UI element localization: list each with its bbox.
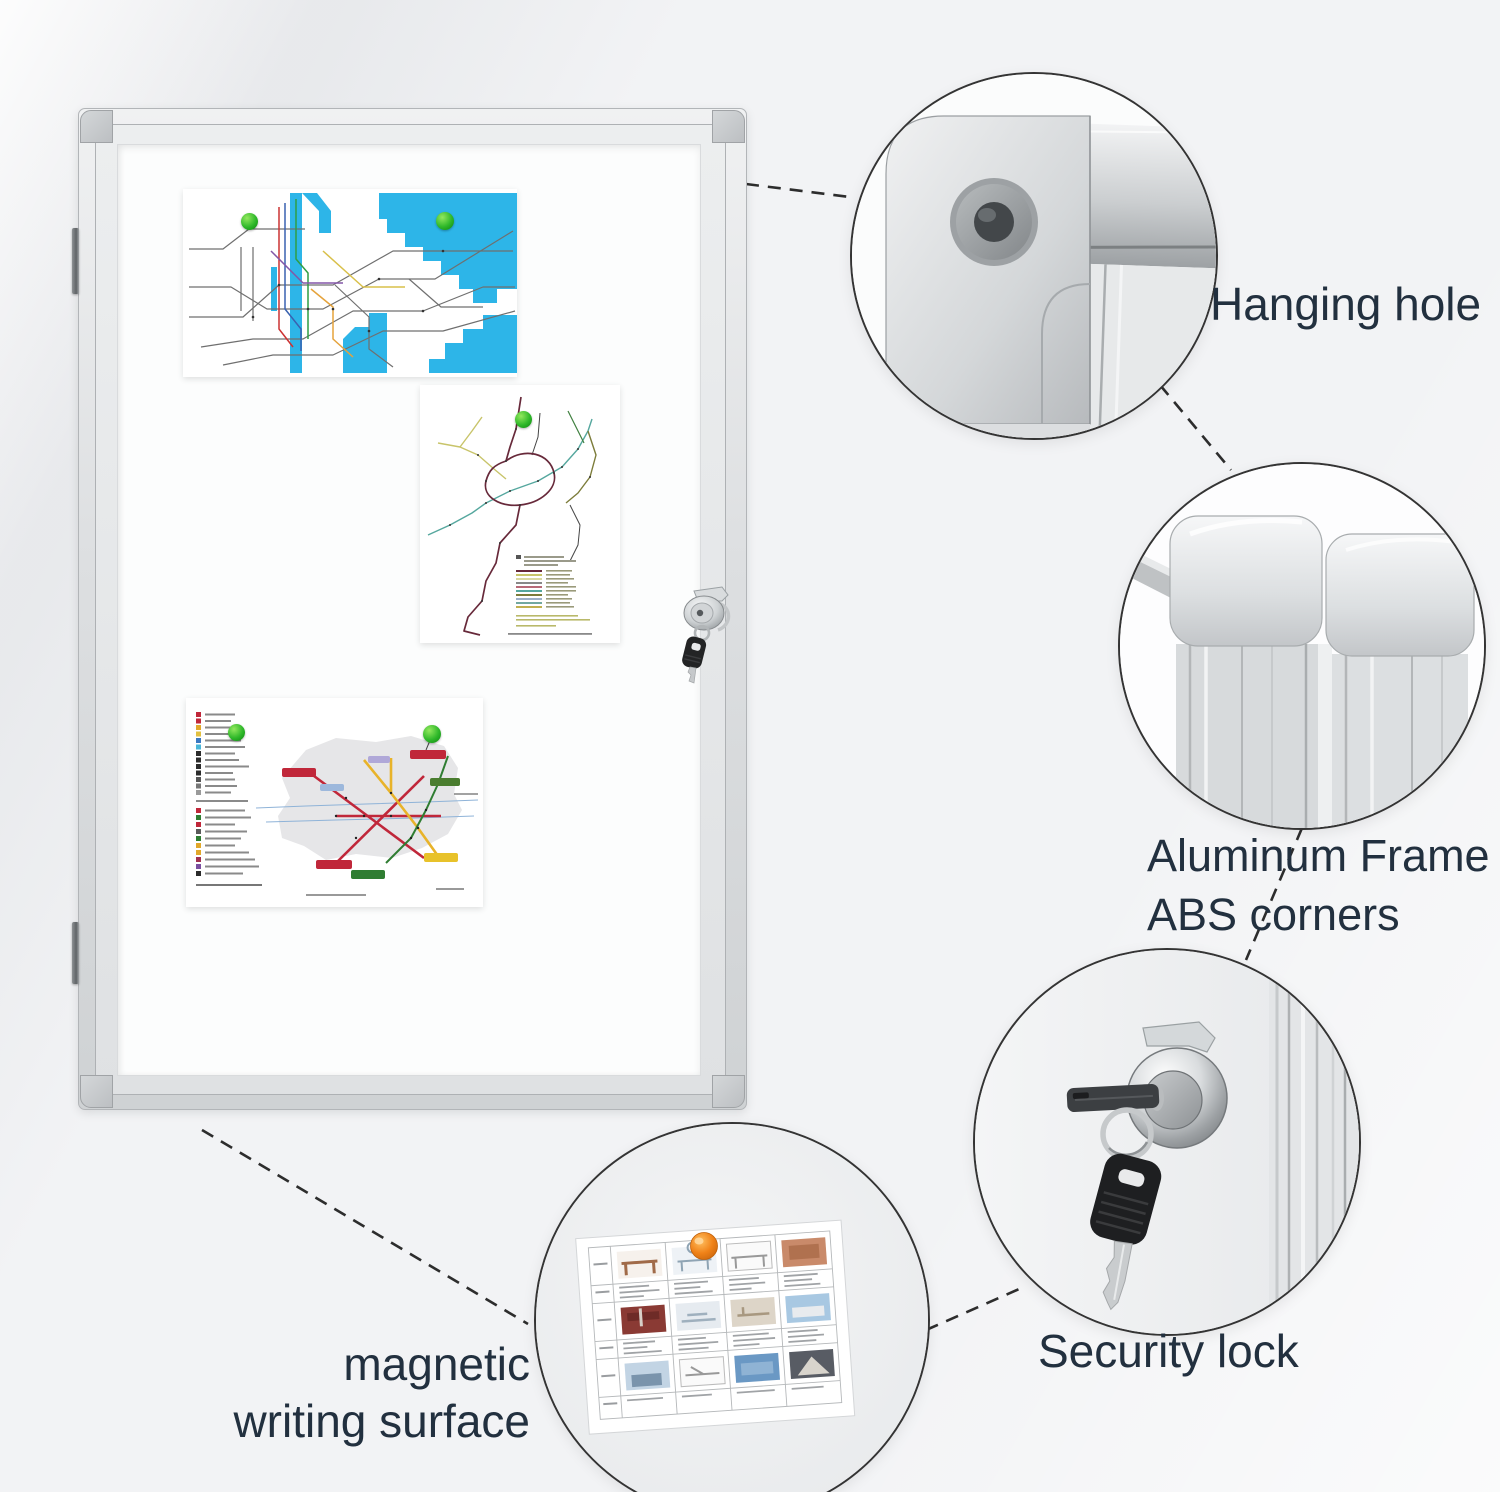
map-legend — [508, 555, 592, 635]
label-text-line1: magnetic — [343, 1338, 530, 1390]
frame-profile-closeup — [1120, 464, 1484, 828]
label-text-line2: writing surface — [233, 1395, 530, 1447]
green-magnet — [423, 725, 441, 743]
dashed-connector — [1159, 384, 1232, 471]
security-lock-closeup — [975, 950, 1359, 1334]
green-magnet — [436, 212, 454, 230]
callout-circle-magnetic-surface — [534, 1122, 930, 1492]
abs-corner-top-left — [80, 110, 113, 143]
board-lock-with-key — [682, 586, 731, 684]
label-text-line1: Aluminum Frame — [1147, 830, 1490, 881]
label-hanging-hole: Hanging hole — [1210, 276, 1481, 333]
callout-circle-security-lock — [973, 948, 1361, 1336]
abs-corner-bottom-left — [80, 1075, 113, 1108]
callout-circle-frame-profile — [1118, 462, 1486, 830]
subway-map-2 — [420, 385, 620, 643]
label-security-lock: Security lock — [1038, 1323, 1299, 1380]
map-station-labels — [282, 750, 460, 879]
map-legend-left — [196, 712, 262, 886]
abs-corner-bottom-right — [712, 1075, 745, 1108]
orange-magnet — [690, 1232, 718, 1260]
label-aluminum-frame: Aluminum Frame ABS corners — [1147, 826, 1490, 944]
subway-map-1 — [183, 189, 517, 377]
dashed-connector — [745, 182, 851, 199]
label-magnetic-writing-surface: magnetic writing surface — [208, 1336, 530, 1450]
label-text-line2: ABS corners — [1147, 889, 1400, 940]
green-magnet — [515, 411, 532, 428]
green-magnet — [241, 213, 258, 230]
label-text: Hanging hole — [1210, 278, 1482, 330]
hinge-bottom — [72, 922, 79, 984]
green-magnet — [228, 724, 245, 741]
corner-hanging-hole-closeup — [852, 74, 1216, 438]
hinge-top — [72, 228, 79, 294]
dashed-connector — [201, 1128, 529, 1326]
abs-corner-top-right — [712, 110, 745, 143]
label-text: Security lock — [1038, 1325, 1299, 1377]
magnetic-surface-closeup — [536, 1124, 928, 1492]
dashed-connector — [925, 1284, 1027, 1332]
callout-circle-hanging-hole — [850, 72, 1218, 440]
